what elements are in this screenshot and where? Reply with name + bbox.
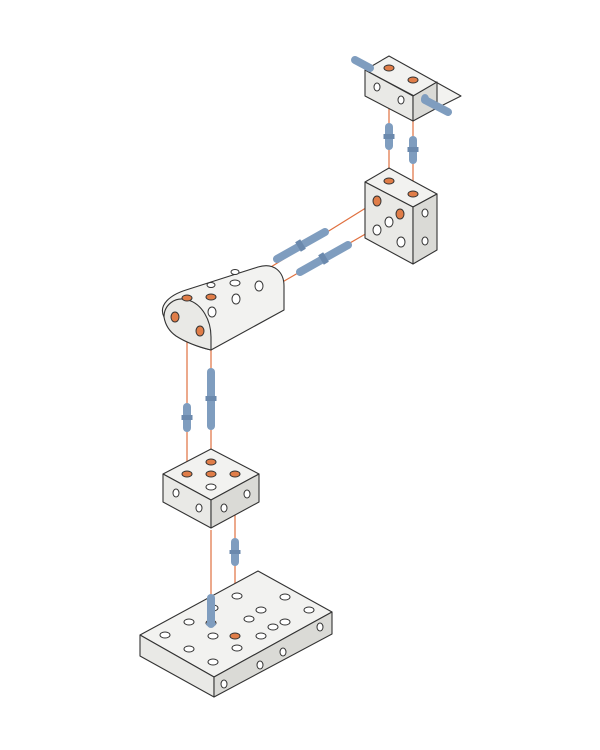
dowels <box>181 56 452 628</box>
highlighted-hole <box>170 311 180 323</box>
highlighted-hole <box>383 177 395 185</box>
hole <box>255 606 267 614</box>
highlighted-hole <box>407 190 419 198</box>
hole <box>229 279 241 287</box>
hole <box>231 293 241 305</box>
right-cube-holes <box>372 177 429 248</box>
arm-dowel-upper <box>273 228 329 263</box>
hole <box>159 631 171 639</box>
highlighted-hole <box>195 325 205 337</box>
lower-cube-block <box>162 448 260 529</box>
hole <box>373 82 381 92</box>
hole <box>256 660 264 670</box>
hole <box>231 644 243 652</box>
right-cube-right-side <box>412 193 438 265</box>
dowel-end <box>421 94 429 104</box>
hole <box>279 593 291 601</box>
highlighted-hole <box>205 293 217 301</box>
hole <box>243 615 255 623</box>
lower-cube-holes <box>172 458 251 513</box>
hole <box>372 224 382 236</box>
base-plate-block <box>139 570 333 698</box>
hole <box>172 488 180 498</box>
hole <box>397 95 405 105</box>
highlighted-hole <box>205 458 217 466</box>
hole <box>254 280 264 292</box>
highlighted-hole <box>407 76 419 84</box>
lower-cube-right-side <box>210 473 260 529</box>
hole <box>220 679 228 689</box>
hole <box>205 483 217 491</box>
hole <box>206 282 216 288</box>
bracket-pin-right <box>421 94 452 116</box>
hole <box>230 269 240 275</box>
highlighted-hole <box>181 470 193 478</box>
hole <box>279 647 287 657</box>
hole <box>279 618 291 626</box>
hole <box>207 306 217 318</box>
hole <box>421 208 429 218</box>
hole <box>220 503 228 513</box>
hole <box>267 623 279 631</box>
hole <box>421 236 429 246</box>
arm-dowel-lower <box>296 241 352 276</box>
highlighted-hole <box>181 294 193 302</box>
half-round-block <box>162 265 285 351</box>
bracket-holes <box>373 64 419 105</box>
hole <box>183 645 195 653</box>
bracket-pin-left <box>351 56 374 72</box>
hole <box>207 632 219 640</box>
highlighted-hole <box>229 470 241 478</box>
base-long-dowel <box>206 594 216 628</box>
dowel-end <box>206 621 216 627</box>
hole <box>231 592 243 600</box>
hole <box>396 236 406 248</box>
hole <box>207 658 219 666</box>
highlighted-hole <box>205 470 217 478</box>
highlighted-hole <box>229 632 241 640</box>
hole <box>303 606 315 614</box>
hole <box>243 489 251 499</box>
hole <box>316 622 324 632</box>
base-plate-right-side <box>213 611 333 698</box>
highlighted-hole <box>383 64 395 72</box>
half-round-holes <box>170 269 264 337</box>
highlighted-hole <box>395 208 405 220</box>
hole <box>384 216 394 228</box>
hole <box>255 632 267 640</box>
right-cube-block <box>364 167 438 265</box>
highlighted-hole <box>372 195 382 207</box>
hole <box>195 503 203 513</box>
hole <box>183 618 195 626</box>
